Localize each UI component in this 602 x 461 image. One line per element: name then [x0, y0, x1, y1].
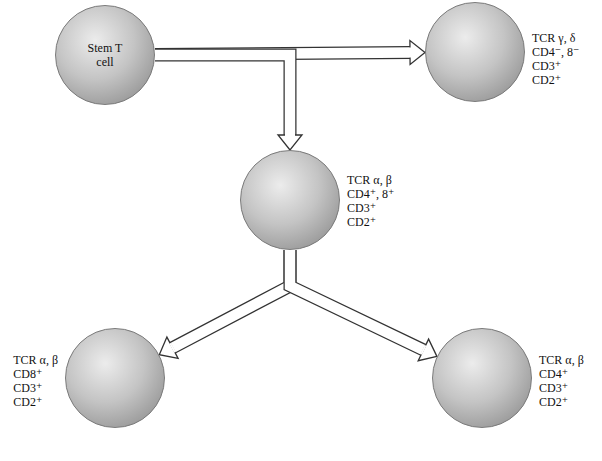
- surface-marker: CD3⁺: [13, 381, 58, 395]
- hollow-arrow: [155, 55, 302, 150]
- marker-list: TCR α, βCD4⁺, 8⁺CD3⁺CD2⁺: [347, 173, 394, 229]
- surface-marker: CD8⁺: [13, 367, 58, 381]
- surface-marker: CD4⁻, 8⁻: [532, 45, 579, 59]
- surface-marker: TCR γ, δ: [532, 31, 579, 45]
- surface-marker: CD3⁺: [347, 201, 394, 215]
- surface-marker: CD4⁺: [539, 367, 584, 381]
- surface-marker: CD2⁺: [532, 73, 579, 87]
- surface-marker: CD2⁺: [539, 395, 584, 409]
- surface-marker: CD2⁺: [13, 395, 58, 409]
- surface-marker: CD3⁺: [532, 59, 579, 73]
- t-cell: TCR α, βCD4⁺, 8⁺CD3⁺CD2⁺: [240, 150, 340, 250]
- surface-marker: CD3⁺: [539, 381, 584, 395]
- surface-marker: CD2⁺: [347, 215, 394, 229]
- hollow-arrow: [290, 250, 437, 361]
- cell-name: Stem T cell: [56, 6, 154, 104]
- marker-list: TCR γ, δCD4⁻, 8⁻CD3⁺CD2⁺: [532, 31, 579, 87]
- stem-cell: Stem T cell: [55, 5, 155, 105]
- surface-marker: TCR α, β: [13, 353, 58, 367]
- surface-marker: TCR α, β: [347, 173, 394, 187]
- t-cell: TCR γ, δCD4⁻, 8⁻CD3⁺CD2⁺: [425, 2, 525, 102]
- surface-marker: CD4⁺, 8⁺: [347, 187, 394, 201]
- marker-list: TCR α, βCD8⁺CD3⁺CD2⁺: [13, 353, 58, 409]
- marker-list: TCR α, βCD4⁺CD3⁺CD2⁺: [539, 353, 584, 409]
- cell-label: Stem T cell: [78, 41, 132, 69]
- t-cell: TCR α, βCD8⁺CD3⁺CD2⁺: [65, 328, 165, 428]
- t-cell: TCR α, βCD4⁺CD3⁺CD2⁺: [432, 328, 532, 428]
- hollow-arrow: [159, 250, 290, 358]
- surface-marker: TCR α, β: [539, 353, 584, 367]
